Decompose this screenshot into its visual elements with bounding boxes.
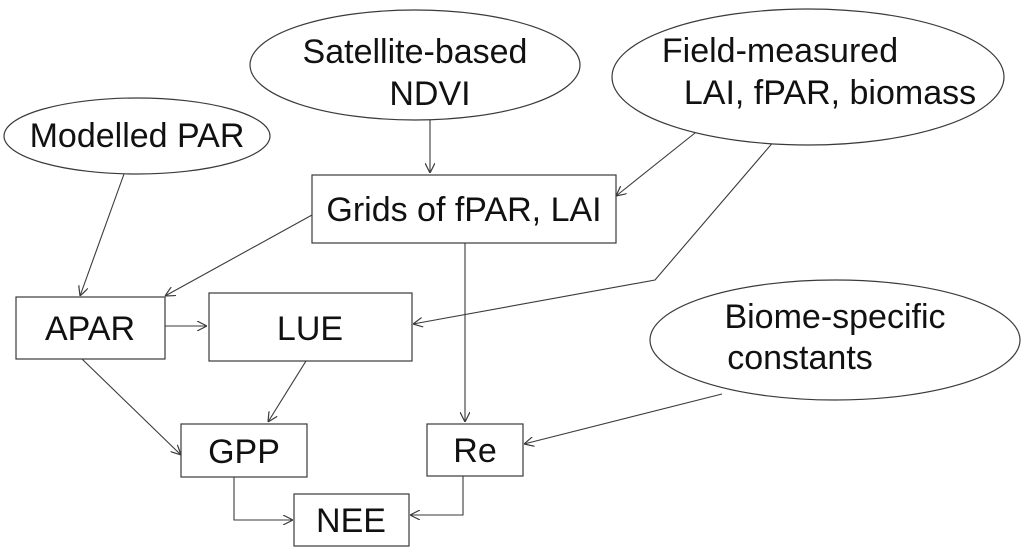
edge-apar-to-gpp [81, 358, 181, 455]
node-field-measured-line2: LAI, fPAR, biomass [684, 74, 976, 112]
edge-biome-to-re [524, 393, 723, 444]
node-modelled-par: Modelled PAR [3, 97, 271, 175]
edge-field-to-grids [616, 128, 701, 196]
node-satellite-ndvi-line2: NDVI [389, 75, 470, 113]
node-modelled-par-label: Modelled PAR [30, 117, 245, 155]
node-nee-shape [293, 493, 410, 547]
node-satellite-ndvi-shape [249, 9, 581, 121]
node-re-label: Re [453, 432, 496, 470]
node-nee: NEE [293, 493, 410, 547]
node-gpp: GPP [180, 423, 308, 478]
node-grids-shape [311, 174, 617, 244]
node-satellite-ndvi: Satellite-based NDVI [249, 9, 581, 121]
node-biome-constants-line2: constants [727, 339, 873, 377]
node-field-measured-shape [611, 8, 1005, 146]
node-nee-label: NEE [316, 502, 386, 540]
node-apar: APAR [15, 296, 166, 360]
node-grids-label: Grids of fPAR, LAI [326, 191, 601, 229]
node-biome-constants-shape [649, 279, 1021, 401]
node-apar-label: APAR [45, 310, 135, 348]
edge-modelled-par-to-apar [80, 173, 125, 296]
node-re-shape [426, 423, 524, 477]
node-biome-constants-line1: Biome-specific [724, 298, 945, 336]
edge-lue-to-gpp [268, 360, 307, 422]
edge-grids-to-apar [165, 214, 313, 296]
node-re: Re [426, 423, 524, 477]
node-apar-shape [15, 296, 166, 360]
node-field-measured: Field-measured LAI, fPAR, biomass [611, 8, 1005, 146]
edge-gpp-to-nee [233, 477, 293, 520]
node-grids: Grids of fPAR, LAI [311, 174, 617, 244]
edge-field-to-lue [413, 139, 776, 324]
node-lue: LUE [208, 292, 413, 362]
node-lue-label: LUE [277, 310, 343, 348]
node-satellite-ndvi-line1: Satellite-based [303, 33, 528, 71]
node-field-measured-line1: Field-measured [662, 32, 898, 70]
node-modelled-par-shape [3, 97, 271, 175]
edges [80, 118, 776, 520]
node-gpp-shape [180, 423, 308, 478]
node-gpp-label: GPP [208, 433, 280, 471]
edge-re-to-nee [410, 476, 464, 515]
node-lue-shape [208, 292, 413, 362]
node-biome-constants: Biome-specific constants [649, 279, 1021, 401]
